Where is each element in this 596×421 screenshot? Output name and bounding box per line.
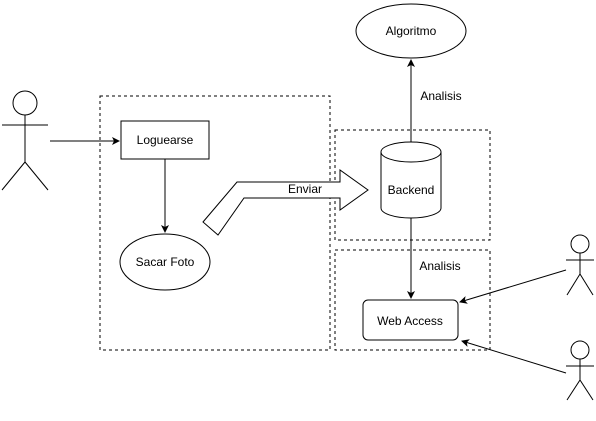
algoritmo-label: Algoritmo bbox=[386, 24, 437, 38]
analyst-top-to-web-access-arrow bbox=[459, 269, 567, 304]
sacar-foto-node: Sacar Foto bbox=[119, 233, 211, 291]
web-access-container bbox=[334, 249, 491, 351]
enviar-label: Enviar bbox=[288, 182, 322, 196]
loguearse-label: Loguearse bbox=[137, 133, 194, 147]
backend-node: Backend bbox=[380, 141, 442, 219]
user-actor-icon bbox=[1, 90, 49, 191]
analyst-bottom-to-web-access-arrow bbox=[461, 339, 567, 374]
backend-label: Backend bbox=[388, 183, 435, 197]
web-access-label: Web Access bbox=[377, 314, 443, 328]
analisis-bottom-label: Analisis bbox=[419, 259, 460, 273]
loguearse-node: Loguearse bbox=[120, 120, 210, 160]
analyst-actor-top-icon bbox=[566, 234, 594, 296]
sacar-foto-label: Sacar Foto bbox=[136, 255, 195, 269]
web-access-node: Web Access bbox=[362, 299, 459, 341]
analisis-top-label: Analisis bbox=[420, 89, 461, 103]
client-app-container bbox=[99, 95, 331, 351]
analyst-actor-bottom-icon bbox=[566, 340, 594, 401]
algoritmo-node: Algoritmo bbox=[355, 3, 467, 59]
enviar-block-arrow bbox=[202, 169, 369, 236]
